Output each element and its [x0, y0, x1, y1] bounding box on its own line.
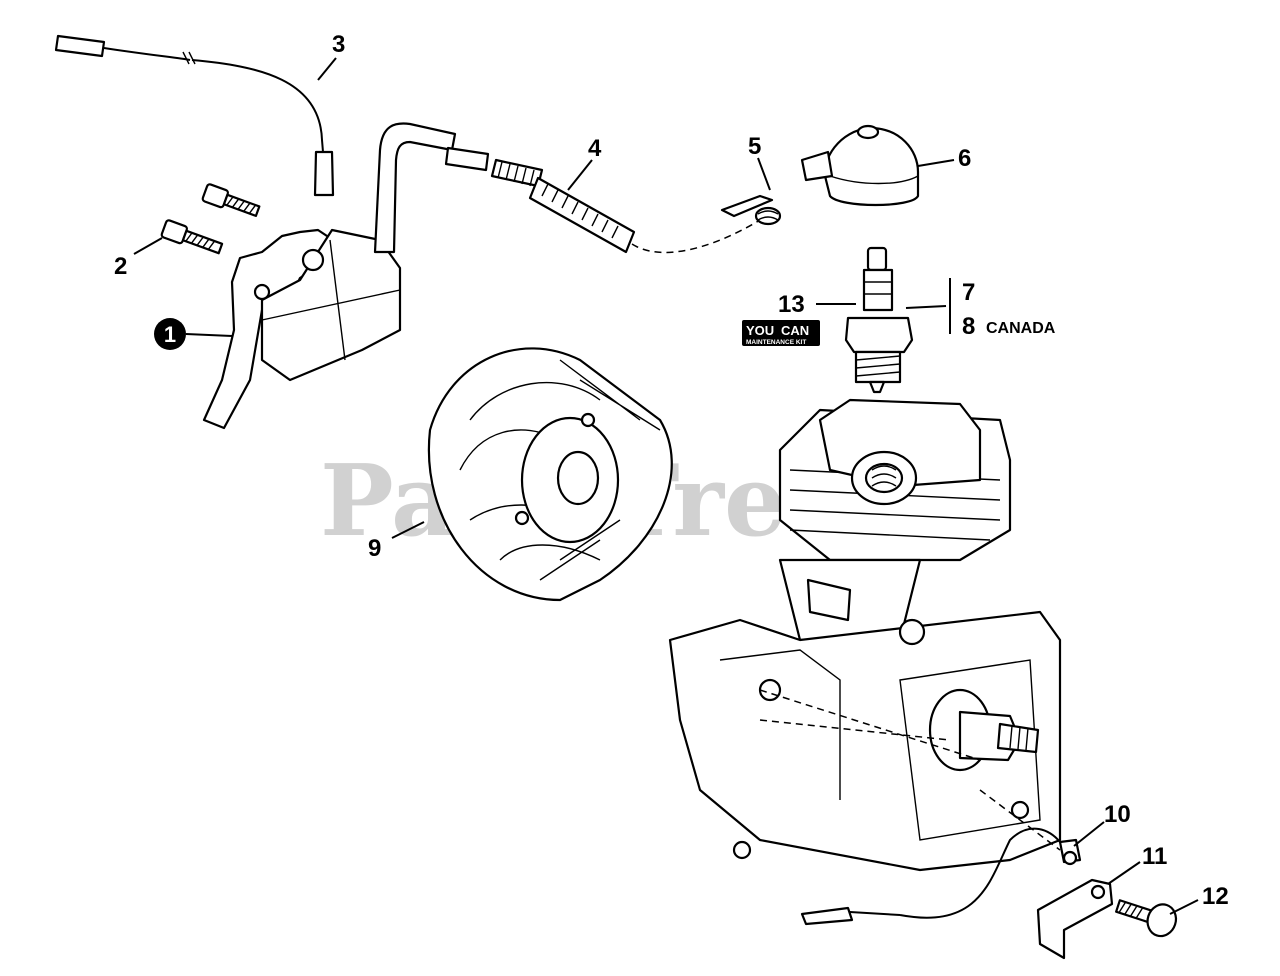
spark-plug-lead[interactable]: [444, 146, 761, 254]
wire-bracket[interactable]: [1036, 878, 1114, 960]
callout-8: 8: [962, 313, 975, 340]
engine-assembly[interactable]: [668, 398, 1062, 872]
ground-wire[interactable]: [800, 827, 1082, 926]
bracket-screw[interactable]: [1113, 891, 1180, 940]
flywheel[interactable]: [427, 347, 673, 602]
callout-1: 1: [154, 318, 186, 350]
leader-lines: [133, 57, 1199, 915]
callout-7: 7: [962, 279, 975, 306]
logo-kit: MAINTENANCE KIT: [746, 339, 806, 346]
callout-4: 4: [588, 135, 602, 162]
callout-11: 11: [1142, 843, 1167, 870]
callout-3: 3: [332, 31, 345, 58]
stop-wire[interactable]: [54, 34, 335, 197]
callout-1-label: 1: [164, 322, 176, 347]
ignition-coil[interactable]: [202, 122, 457, 430]
callout-8-note: CANADA: [986, 320, 1056, 337]
logo-can: CAN: [781, 323, 809, 338]
spark-plug[interactable]: [844, 246, 914, 394]
callout-13: 13: [778, 291, 805, 318]
socket-head-bolt[interactable]: [160, 183, 261, 257]
callout-10: 10: [1104, 801, 1131, 828]
logo-you: YOU: [746, 323, 774, 338]
callout-12: 12: [1202, 883, 1229, 910]
callout-6: 6: [958, 145, 971, 172]
callout-5: 5: [748, 133, 761, 160]
maintenance-kit-logo: YOU CAN MAINTENANCE KIT: [742, 320, 820, 346]
terminal-spring[interactable]: [720, 194, 782, 226]
spark-plug-boot[interactable]: [800, 124, 920, 207]
callout-9: 9: [368, 535, 381, 562]
callout-2: 2: [114, 253, 127, 280]
